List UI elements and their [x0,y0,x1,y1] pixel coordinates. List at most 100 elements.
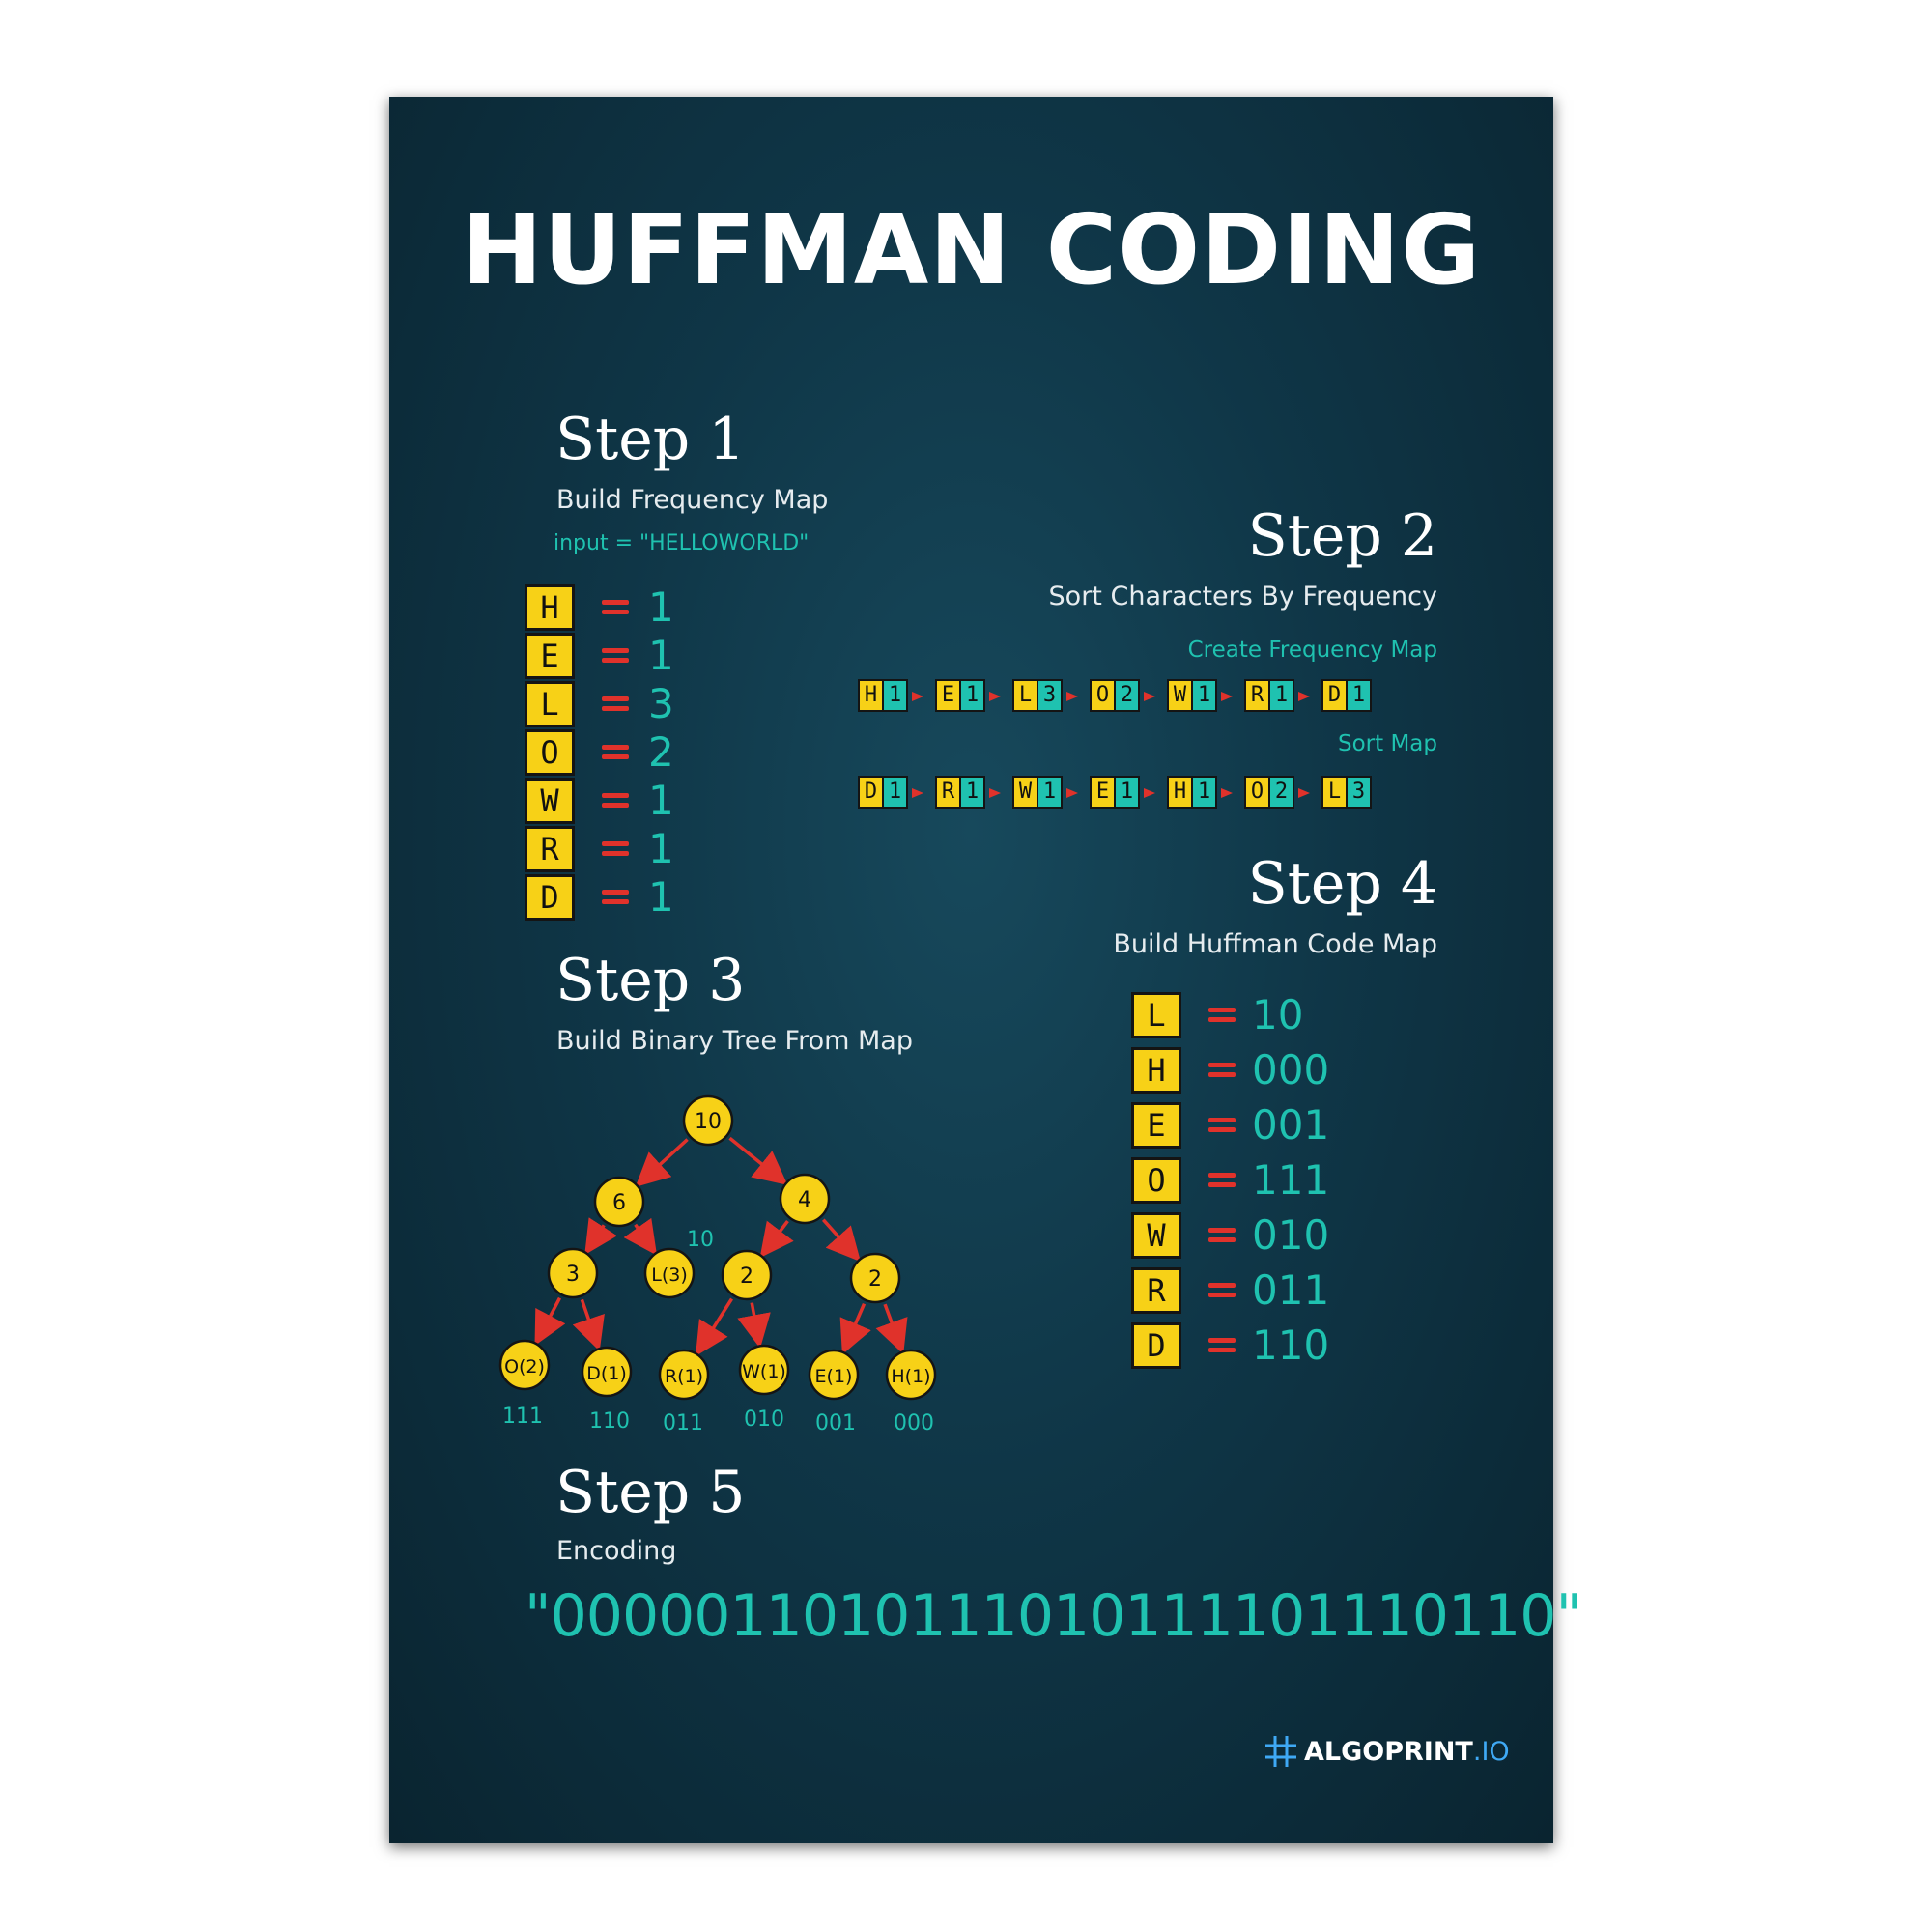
tree-node-label: 6 [612,1191,626,1215]
huffman-code: 111 [1252,1156,1330,1204]
tree-edge [623,1217,658,1256]
equals-sign [602,648,629,664]
pair-count: 1 [959,776,985,809]
arrow-icon [1298,788,1310,798]
pair-char: O [1090,679,1116,712]
char-box: O [525,729,575,776]
tree-node [643,1247,696,1299]
char-box: L [1131,992,1181,1038]
step2-subtitle: Sort Characters By Frequency [1048,582,1437,611]
huffman-code: 110 [1252,1321,1330,1369]
char-box: O [1131,1157,1181,1204]
tree-edge [759,1220,794,1259]
equals-sign [1208,1008,1236,1023]
tree-leaf-code: 011 [663,1411,703,1435]
pair-count: 1 [882,679,908,712]
step5-title: Step 5 [555,1459,746,1526]
frequency-count: 1 [648,777,674,824]
brand-logo: ALGOPRINT.IO [1264,1734,1510,1769]
huffman-code: 001 [1252,1101,1330,1149]
tree-edge [584,1217,617,1256]
tree-edge [737,1302,771,1349]
tree-node [779,1173,831,1225]
brand-name: ALGOPRINT [1304,1737,1473,1767]
pair-char: O [1244,776,1270,809]
arrow-icon [1066,788,1078,798]
sort-map-label: Sort Map [1338,731,1437,756]
tree-node-label: 4 [798,1188,811,1212]
frequency-count: 1 [648,583,674,631]
tree-edge [821,1218,862,1263]
tree-node-label: 10 [695,1110,722,1134]
tree-node [885,1349,937,1401]
pair-count: 2 [1268,776,1294,809]
tree-node-label: 2 [868,1267,882,1292]
pair-count: 1 [1191,679,1217,712]
pair-char: W [1012,776,1038,809]
tree-node [808,1349,860,1401]
step1-title: Step 1 [555,406,746,473]
pair-char: R [1244,679,1270,712]
create-map-label: Create Frequency Map [1187,638,1437,663]
char-box: W [525,778,575,824]
step3-subtitle: Build Binary Tree From Map [556,1026,913,1056]
char-box: D [525,874,575,921]
frequency-count: 1 [648,873,674,921]
step5-subtitle: Encoding [556,1536,677,1566]
tree-node-label: 3 [566,1263,580,1287]
frequency-count: 1 [648,632,674,679]
arrow-icon [1066,692,1078,701]
tree-leaf-code: 010 [744,1407,784,1432]
arrow-icon [912,788,923,798]
pair-count: 2 [1114,679,1140,712]
pair-count: 1 [1037,776,1063,809]
brand-suffix: .IO [1472,1737,1510,1767]
tree-edge [572,1298,605,1351]
char-box: R [525,826,575,872]
tree-leaf-code: 001 [815,1411,856,1435]
pair-count: 1 [959,679,985,712]
pair-char: H [1167,776,1193,809]
pair-char: L [1321,776,1348,809]
huffman-code: 011 [1252,1266,1330,1314]
char-box: H [525,584,575,631]
tree-node [547,1247,599,1299]
pair-count: 1 [1346,679,1372,712]
poster: HUFFMAN CODING Step 1 Build Frequency Ma… [389,97,1582,1843]
equals-sign [602,841,629,857]
pair-char: E [1090,776,1116,809]
equals-sign [1208,1228,1236,1243]
tree-edge [839,1302,871,1355]
char-box: L [525,681,575,727]
pair-count: 1 [1268,679,1294,712]
tree-node [498,1339,551,1391]
tree-edge [534,1296,566,1347]
pair-count: 1 [1114,776,1140,809]
equals-sign [602,696,629,712]
tree-edge [875,1303,908,1354]
pair-count: 1 [882,776,908,809]
pair-char: W [1167,679,1193,712]
char-box: R [1131,1267,1181,1314]
equals-sign [1208,1063,1236,1078]
pair-count: 3 [1346,776,1372,809]
arrow-icon [989,692,1001,701]
pair-count: 3 [1037,679,1063,712]
tree-edge [696,1297,734,1356]
tree-leaf-code: 111 [502,1405,543,1429]
tree-node-label: 2 [740,1264,753,1289]
tree-node [738,1344,790,1396]
page-title: HUFFMAN CODING [461,193,1482,306]
tree-node [682,1094,734,1147]
step4-subtitle: Build Huffman Code Map [1113,929,1437,959]
